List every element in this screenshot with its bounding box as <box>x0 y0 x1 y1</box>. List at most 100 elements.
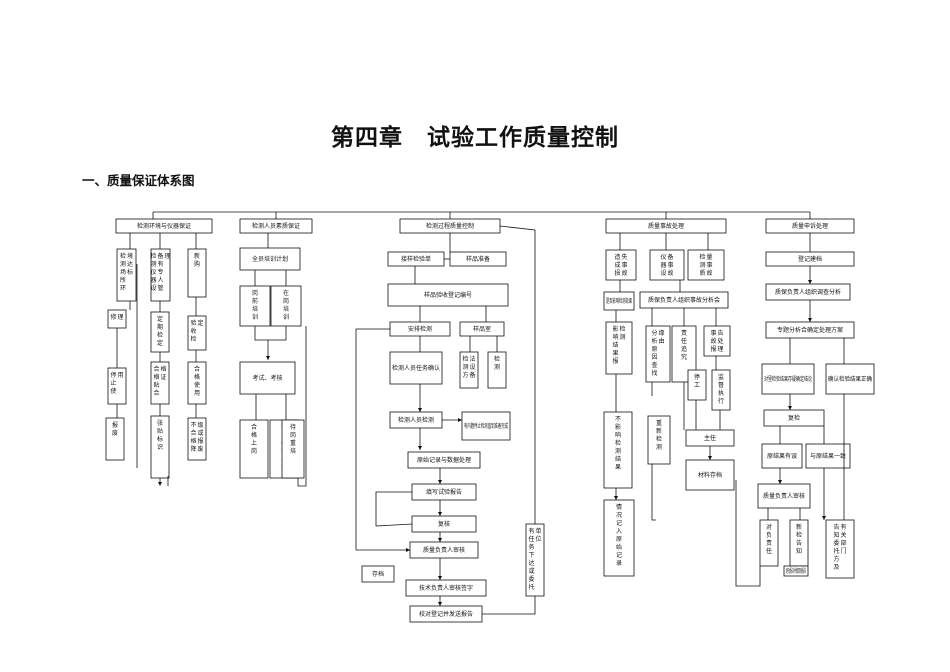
stop-until-ready-box-label: 有问题停止检测直到准备完成 <box>464 422 508 430</box>
cause-box-frame <box>645 325 671 383</box>
pass-box-label: 合格上岗 <box>251 423 257 455</box>
issue-report-box: 校对登记并发送报告 <box>409 605 483 623</box>
stop-work-box-frame <box>687 369 707 401</box>
acceptance-box-label: 验收检定 <box>190 319 203 343</box>
pre-job-training-box-label: 岗前培训 <box>252 290 258 321</box>
connector-line <box>375 523 413 527</box>
confirm-correct-box-label: 确认检验结果正确 <box>828 375 872 383</box>
equipment-box: 检测 <box>487 351 507 389</box>
unqualified-box: 不合格降级或报废 <box>187 417 207 461</box>
repair-box: 修理 <box>107 309 127 329</box>
accept-sample-box-label: 接样检验单 <box>401 255 431 263</box>
periodic-check-box: 定期检定 <box>150 311 170 353</box>
archive-material-box-frame <box>685 459 735 491</box>
connector-line <box>355 328 390 550</box>
connector-line <box>735 480 761 587</box>
no-affect-box: 不影响检测结果 <box>603 411 633 489</box>
review-box: 复核 <box>411 515 477 533</box>
env-box: 检测场所环境达标 <box>116 248 137 302</box>
equipment-box-label: 检测 <box>494 355 500 371</box>
revise-report-box-label: 更改报告并撤回原报告 <box>786 567 806 575</box>
raw-record-box: 原始记录与数据处理 <box>407 451 481 469</box>
exam-box: 考试、考核 <box>239 361 296 395</box>
analysis-meeting-box-label: 质保负责人组织事故分析会 <box>648 296 720 304</box>
director-box: 主任 <box>685 429 735 447</box>
connector-line <box>482 596 536 615</box>
arrowhead <box>438 512 442 516</box>
env-box-label: 检测场所环境达标 <box>120 252 133 292</box>
stop-use-box-label: 停止使用 <box>110 371 123 395</box>
stop-use-box: 停止使用 <box>107 367 127 405</box>
new-purchase-box: 新购 <box>187 248 207 298</box>
review-box-label: 复核 <box>438 520 450 528</box>
testing-box: 检测人员检测 <box>389 411 443 429</box>
periodic-check-box-label: 定期检定 <box>157 315 163 347</box>
section-title: 一、质量保证体系图 <box>82 173 195 188</box>
method-box: 检测方法设备 <box>459 351 479 389</box>
arrowhead <box>418 446 422 450</box>
instruments-box-label: 检测仪器设备有专人管理 <box>150 252 170 292</box>
consistent-result-box-label: 与原结果一致 <box>810 452 846 460</box>
handling-plan-box-frame <box>765 321 855 339</box>
tech-sign-box-label: 技术负责人审核签字 <box>419 584 473 592</box>
exam-box-label: 考试、考核 <box>252 374 282 382</box>
pass-box: 合格上岗 <box>239 419 269 479</box>
quality-approve-box-label: 质量负责人审核 <box>423 546 465 554</box>
responsible-box-label: 对负责任 <box>766 523 772 555</box>
quality-manager-box-frame <box>757 483 811 509</box>
complaint-register-box-label: 登记建档 <box>798 255 822 263</box>
revise-report-box-frame <box>783 565 809 577</box>
equipment-accident-box: 仪器设备事故 <box>649 249 685 281</box>
affect-judge-box-frame <box>603 291 635 311</box>
branch-accident-label: 质量事故处理 <box>648 222 684 230</box>
branch-accident: 质量事故处理 <box>605 218 727 234</box>
arrowhead <box>614 496 618 500</box>
quality-approve-box: 质量负责人审核 <box>409 541 479 559</box>
loss-accident-box-label: 造成损失事故 <box>614 253 627 277</box>
task-confirm-box: 检测人员任务确认 <box>389 351 443 385</box>
task-confirm-box-label: 检测人员任务确认 <box>392 364 440 372</box>
director-box-label: 主任 <box>704 434 716 442</box>
retest-box: 重新检测 <box>647 415 671 465</box>
arrowhead <box>808 318 812 322</box>
fill-report-box: 填写试验报告 <box>411 483 477 501</box>
connector-line <box>651 464 656 521</box>
notify-client-box-frame <box>825 519 855 579</box>
scrap-box-label: 报废 <box>112 421 118 437</box>
testing-box-label: 检测人员检测 <box>398 416 434 424</box>
qualified-box: 合格贴合格证 <box>150 361 170 405</box>
branch-staff-frame <box>239 218 313 234</box>
stop-until-ready-box: 有问题停止检测直到准备完成 <box>461 411 511 441</box>
analysis-meeting-box: 质保负责人组织事故分析会 <box>639 291 729 309</box>
tag-box: 张贴标识 <box>150 415 170 479</box>
method-box-label: 检测方法设备 <box>462 355 475 379</box>
investigate-box: 质保负责人组织调查分析 <box>765 283 851 301</box>
recheck-box-label: 复检 <box>788 414 800 422</box>
affect-judge-box: 是否影响检测效果 <box>603 291 635 311</box>
archive-material-box: 材料存档 <box>685 459 735 491</box>
arrowhead <box>788 406 792 410</box>
retrain-box-label: 待岗重培 <box>290 423 296 455</box>
test-quality-accident-box-frame <box>687 249 725 281</box>
notify-client-box: 告知委托方及有关部门 <box>825 519 855 579</box>
sample-room-box-label: 样品室 <box>473 325 491 333</box>
monitor-box: 监督执行 <box>711 369 731 411</box>
arrowhead <box>778 480 782 484</box>
prep-box-label: 样品准备 <box>466 255 490 263</box>
affected-box-label: 影响结果报检测 <box>612 325 625 365</box>
arrowhead <box>438 576 442 580</box>
connector-line <box>254 326 287 341</box>
recheck-box-frame <box>763 409 825 427</box>
acceptance-box-frame <box>187 315 207 351</box>
stop-work-box-label: 停工 <box>694 373 700 389</box>
new-purchase-box-frame <box>187 248 207 298</box>
use-box-frame <box>187 361 207 405</box>
new-notify-box-label: 新检告知 <box>796 523 802 555</box>
raw-record-box-frame <box>407 451 481 469</box>
monitor-box-frame <box>711 369 731 411</box>
on-job-training-box-label: 在岗培训 <box>283 289 289 321</box>
test-quality-accident-box-label: 检测质量事故 <box>699 253 712 277</box>
retest-box-frame <box>647 415 671 465</box>
handling-plan-box-label: 专题分析合确定处理方案 <box>777 326 843 334</box>
fill-report-box-label: 填写试验报告 <box>426 488 462 496</box>
